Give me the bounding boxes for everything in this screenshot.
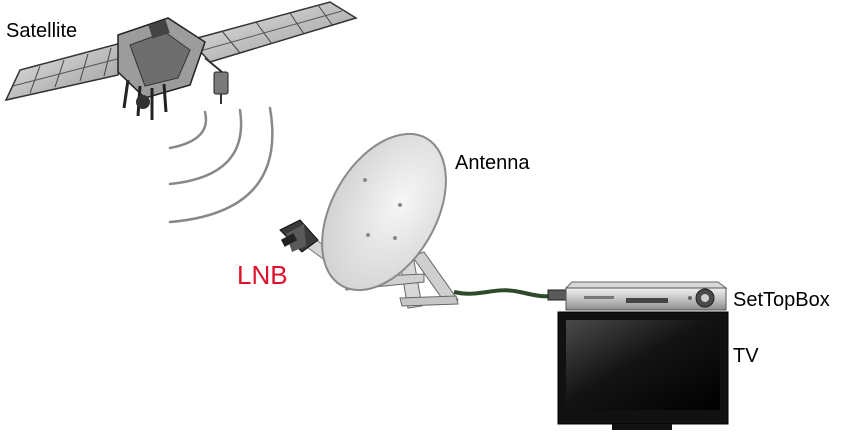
antenna-dish-icon [299,132,459,309]
label-antenna: Antenna [455,152,530,174]
label-settopbox: SetTopBox [733,289,830,311]
label-tv: TV [733,345,759,367]
tv-icon [557,311,729,430]
label-lnb: LNB [237,260,288,290]
signal-waves-icon [168,106,274,224]
lnb-icon [279,219,319,253]
set-top-box-icon [564,281,728,311]
satellite-icon [4,1,358,120]
label-satellite: Satellite [6,20,78,42]
coax-cable-icon [453,288,567,301]
